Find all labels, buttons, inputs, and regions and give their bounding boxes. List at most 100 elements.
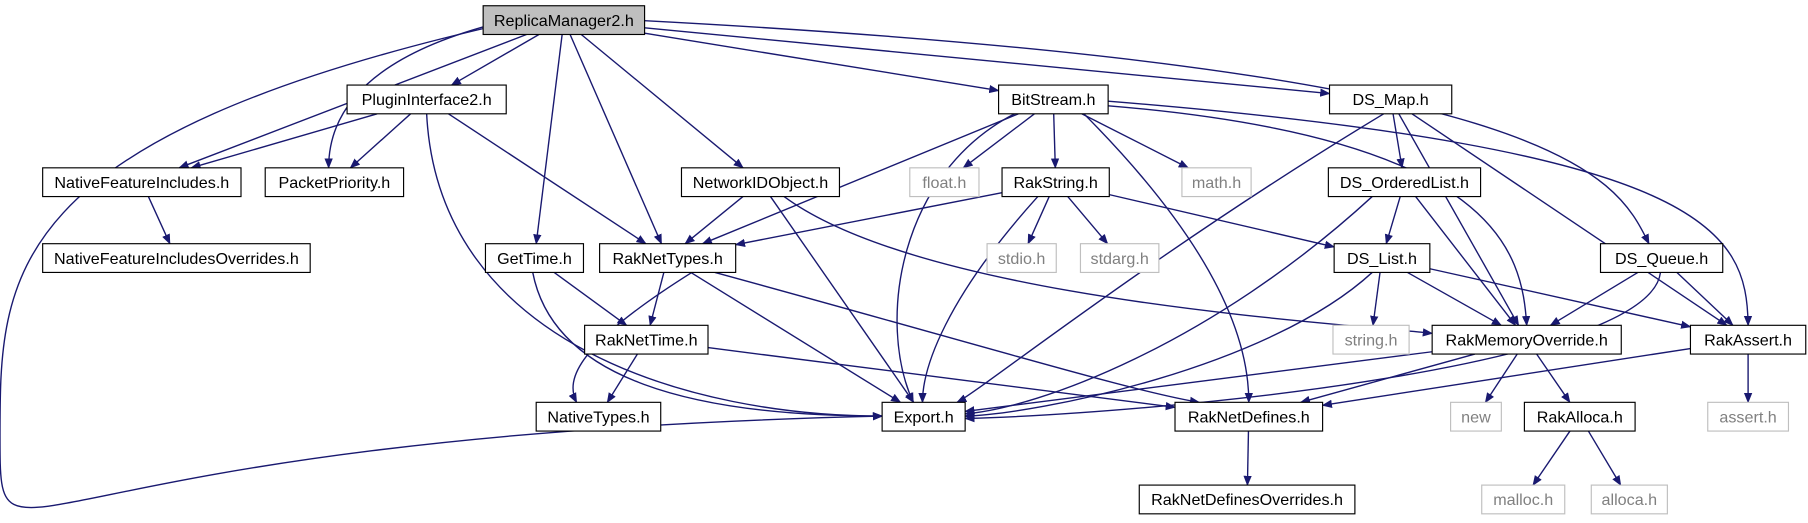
edge-bitstream-to-raknettypes — [701, 113, 1019, 245]
node-export[interactable]: Export.h — [881, 401, 966, 432]
node-box — [484, 243, 585, 274]
node-box — [1431, 324, 1622, 355]
node-label: GetTime.h — [497, 250, 572, 268]
node-label: Export.h — [894, 408, 954, 426]
node-ds-queue[interactable]: DS_Queue.h — [1599, 243, 1724, 274]
edge-ds-map-to-rakassert — [1411, 113, 1728, 326]
node-label: RakNetTypes.h — [612, 250, 722, 268]
node-label: NativeFeatureIncludesOverrides.h — [54, 250, 299, 268]
node-raknetdefines[interactable]: RakNetDefines.h — [1174, 401, 1324, 432]
node-box — [599, 243, 737, 274]
node-rakassert[interactable]: RakAssert.h — [1689, 324, 1807, 355]
node-assert: assert.h — [1707, 401, 1790, 432]
edge-ds-orderedlist-to-ds-list — [1384, 196, 1401, 245]
edge-gettime-to-raknettime — [553, 271, 628, 326]
node-box — [1450, 401, 1502, 432]
node-box — [1590, 484, 1668, 515]
node-ds-map[interactable]: DS_Map.h — [1328, 84, 1453, 115]
node-malloc: malloc.h — [1481, 484, 1566, 515]
edge-ds-list-to-export — [964, 271, 1373, 420]
node-label: RakNetDefines.h — [1188, 408, 1310, 426]
edge-raknettypes-to-raknetdefines — [714, 271, 1201, 405]
node-rakstring[interactable]: RakString.h — [1001, 167, 1110, 198]
node-label: RakAlloca.h — [1537, 408, 1623, 426]
node-box — [346, 84, 507, 115]
edge-ds-list-to-rakassert — [1429, 268, 1692, 329]
node-label: math.h — [1192, 174, 1241, 192]
edge-plugininterface2-to-nativefeatureincludes — [190, 113, 378, 170]
edge-networkidobject-to-export — [769, 196, 915, 404]
node-nativefeatureincludesoverrides[interactable]: NativeFeatureIncludesOverrides.h — [42, 243, 311, 274]
edge-rakstring-to-export — [918, 196, 1039, 404]
node-box — [1599, 243, 1724, 274]
edge-bitstream-to-math — [1081, 113, 1190, 169]
edge-rakstring-to-stdarg — [1067, 196, 1109, 245]
node-label: NativeTypes.h — [547, 408, 649, 426]
edge-rakalloca-to-malloc — [1532, 430, 1571, 486]
node-label: RakNetTime.h — [595, 331, 698, 349]
node-box — [1333, 243, 1431, 274]
edge-rakassert-to-raknetdefines — [1321, 347, 1691, 408]
node-replicamanager2[interactable]: ReplicaManager2.h — [482, 5, 646, 36]
edge-networkidobject-to-raknettypes — [684, 196, 744, 245]
edge-ds-queue-to-rakassert — [1676, 271, 1734, 327]
node-box — [1689, 324, 1807, 355]
node-rakmemoryoverride[interactable]: RakMemoryOverride.h — [1431, 324, 1622, 355]
node-ds-orderedlist[interactable]: DS_OrderedList.h — [1327, 167, 1482, 198]
edge-gettime-to-export — [532, 272, 884, 421]
node-box — [584, 324, 709, 355]
node-box — [909, 167, 980, 198]
node-gettime[interactable]: GetTime.h — [484, 243, 585, 274]
node-ds-list[interactable]: DS_List.h — [1333, 243, 1431, 274]
edge-rakstring-to-raknettypes — [734, 191, 1003, 247]
node-label: RakAssert.h — [1704, 331, 1792, 349]
edge-ds-map-to-rakmemoryoverride — [1398, 113, 1520, 327]
edge-replicamanager2-to-gettime — [533, 34, 563, 245]
node-raknettime[interactable]: RakNetTime.h — [584, 324, 709, 355]
node-networkidobject[interactable]: NetworkIDObject.h — [680, 167, 841, 198]
node-label: PacketPriority.h — [279, 174, 391, 192]
edge-rakstring-to-stdio — [1027, 196, 1050, 245]
node-label: DS_OrderedList.h — [1340, 174, 1469, 192]
node-nativetypes[interactable]: NativeTypes.h — [535, 401, 662, 432]
node-new: new — [1450, 401, 1502, 432]
node-label: RakMemoryOverride.h — [1446, 331, 1608, 349]
edge-rakmemoryoverride-to-rakalloca — [1536, 353, 1571, 404]
edge-ds-queue-to-rakmemoryoverride — [1549, 271, 1639, 326]
edge-ds-orderedlist-to-rakmemoryoverride — [1415, 196, 1517, 327]
node-label: RakNetDefinesOverrides.h — [1151, 491, 1343, 509]
node-rakalloca[interactable]: RakAlloca.h — [1523, 401, 1636, 432]
edge-rakmemoryoverride-to-raknetdefines — [1299, 353, 1476, 404]
edge-replicamanager2-to-networkidobject — [580, 33, 744, 169]
node-bitstream[interactable]: BitStream.h — [998, 84, 1109, 115]
edge-raknettypes-to-raknettime — [648, 272, 665, 327]
edge-rakalloca-to-alloca — [1587, 430, 1622, 486]
node-box — [42, 167, 242, 198]
node-math: math.h — [1181, 167, 1252, 198]
node-label: BitStream.h — [1011, 91, 1095, 109]
edge-plugininterface2-to-packetpriority — [349, 113, 412, 169]
node-packetpriority[interactable]: PacketPriority.h — [264, 167, 405, 198]
node-label: RakString.h — [1014, 174, 1098, 192]
edge-ds-orderedlist-to-export — [964, 196, 1373, 418]
edge-nativefeatureincludes-to-nativefeatureincludesoverrides — [147, 196, 171, 245]
node-box — [1079, 243, 1160, 274]
node-box — [1332, 324, 1410, 355]
edge-bitstream-to-float — [962, 113, 1035, 169]
node-label: stdarg.h — [1091, 250, 1149, 268]
edge-bitstream-to-rakmemoryoverride — [1108, 105, 1531, 327]
edge-bitstream-to-export — [896, 113, 1016, 404]
node-box — [482, 5, 646, 36]
node-label: string.h — [1345, 331, 1398, 349]
node-stdarg: stdarg.h — [1079, 243, 1160, 274]
edge-bitstream-to-rakstring — [1050, 113, 1060, 169]
node-plugininterface2[interactable]: PluginInterface2.h — [346, 84, 507, 115]
node-box — [42, 243, 311, 274]
node-label: DS_Map.h — [1353, 91, 1429, 109]
node-raknettypes[interactable]: RakNetTypes.h — [599, 243, 737, 274]
node-nativefeatureincludes[interactable]: NativeFeatureIncludes.h — [42, 167, 242, 198]
node-raknetdefinesoverrides[interactable]: RakNetDefinesOverrides.h — [1138, 484, 1356, 515]
